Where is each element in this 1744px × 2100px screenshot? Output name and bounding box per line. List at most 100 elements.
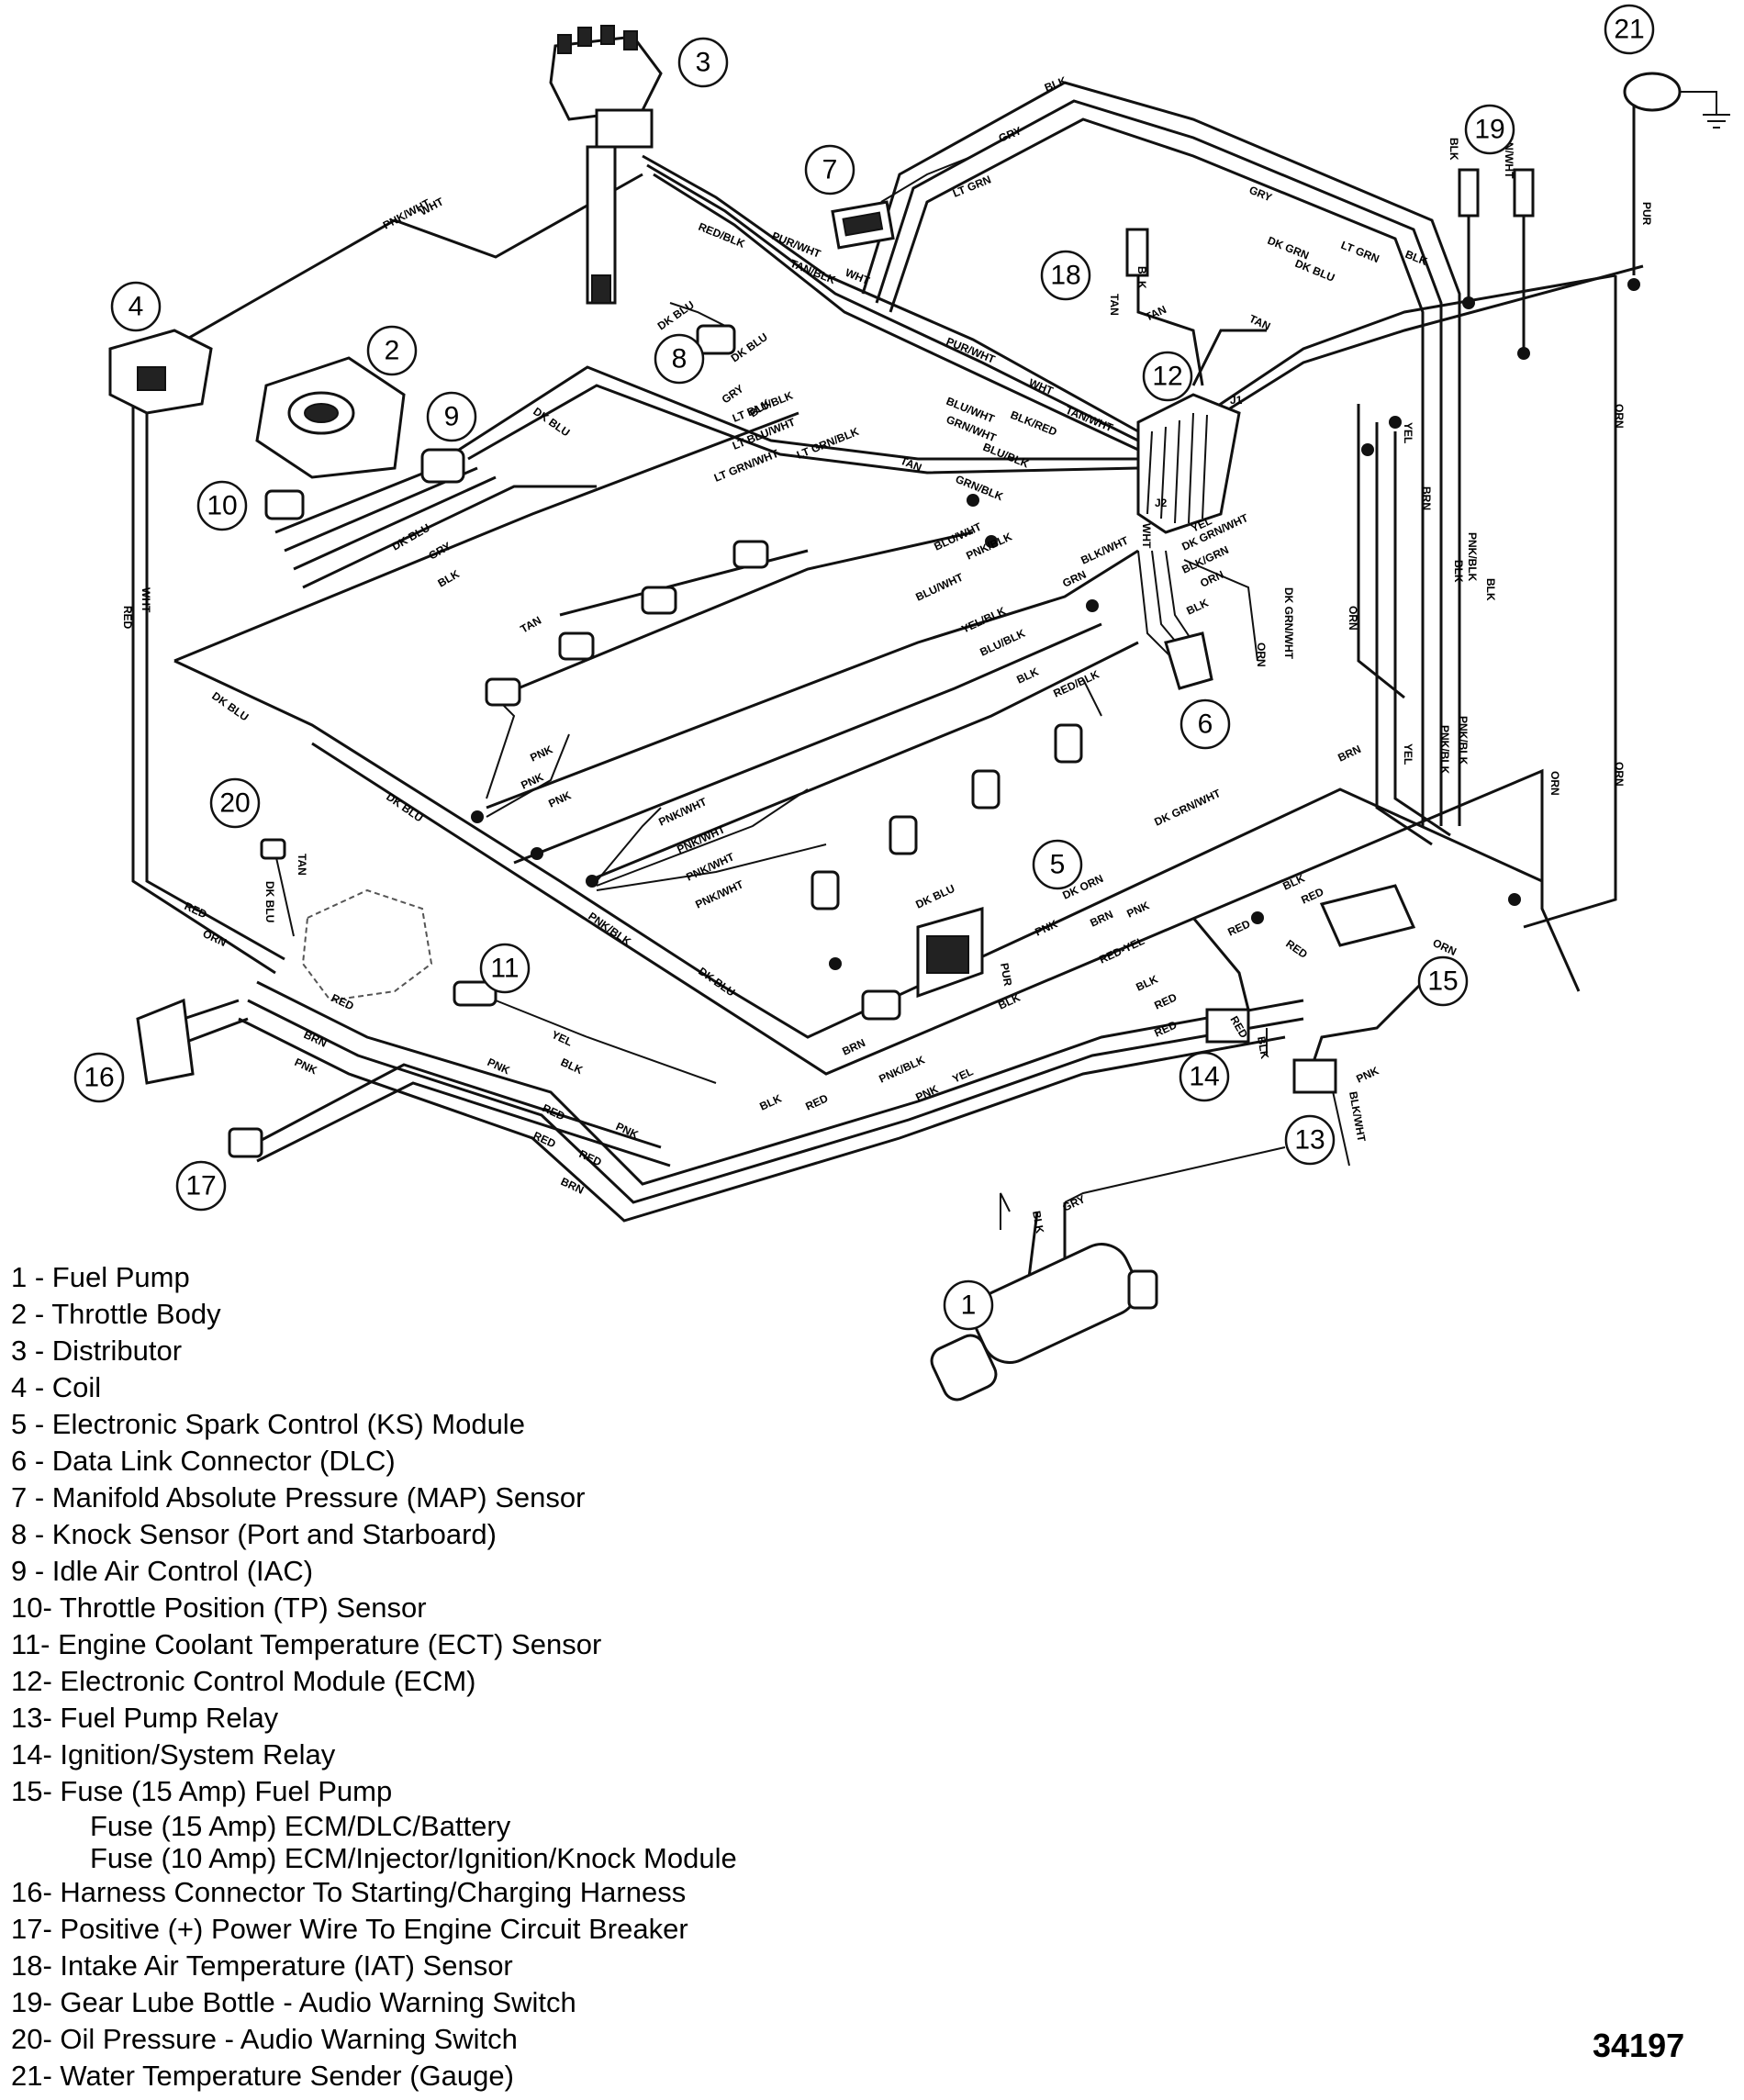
wiring-diagram: J1 J2 [73, 4, 1730, 1402]
wire-label: DK GRN/WHT [1152, 787, 1223, 829]
wire-label: GRN/BLK [954, 473, 1005, 504]
legend-item: 12- Electronic Control Module (ECM) [11, 1665, 476, 1697]
wire-label: BLU/WHT [913, 570, 966, 603]
wire-label: ORN [1613, 404, 1626, 429]
component-knock-sensor-lower [861, 989, 901, 1021]
component-knock-sensor-top [696, 324, 736, 355]
component-injectors [485, 540, 1083, 910]
callout-1: 1 [943, 1279, 994, 1331]
callout-number: 7 [822, 155, 838, 185]
wire-label: BRN [840, 1036, 866, 1058]
component-fuse-block [1319, 884, 1416, 947]
callout-number: 16 [84, 1063, 114, 1093]
component-ecm: J1 J2 [1136, 393, 1243, 534]
harness-wires [131, 81, 1644, 1286]
wire-label: ORN [1347, 606, 1359, 631]
wire-label: PUR [998, 962, 1014, 988]
wire-label: BLK [1448, 138, 1460, 161]
callout-11: 11 [479, 943, 531, 994]
wire-label: PNK [528, 743, 554, 765]
component-map-sensor [831, 200, 895, 250]
callout-number: 6 [1198, 709, 1213, 740]
component-engine-outline [301, 888, 433, 1002]
callout-number: 19 [1474, 115, 1504, 145]
wire-label: ORN [1548, 771, 1561, 796]
wire-label: PNK/BLK [586, 910, 633, 948]
wire-label: RED [121, 606, 134, 630]
wire-label: BRN [559, 1175, 586, 1197]
wire-label: RED [803, 1091, 830, 1113]
wire-label: BLK [1184, 596, 1211, 617]
wire-label: BLK [559, 1056, 586, 1077]
wire-label: PNK/BLK [1457, 716, 1470, 765]
wire-label: GRY [427, 540, 453, 563]
callout-12: 12 [1142, 351, 1193, 402]
callout-number: 13 [1294, 1125, 1325, 1156]
wire-label: BLK [1134, 972, 1160, 993]
wire-label: BLK [1484, 578, 1497, 601]
wire-label: RED [330, 991, 356, 1013]
wire-label: BLK [1014, 665, 1041, 686]
wire-label: BLK/RED [1009, 408, 1059, 439]
component-iac [420, 448, 465, 484]
legend-item: 8 - Knock Sensor (Port and Starboard) [11, 1518, 497, 1550]
callout-number: 20 [219, 788, 250, 819]
legend-item: 11- Engine Coolant Temperature (ECT) Sen… [11, 1628, 602, 1660]
wire-label: ORN [1198, 568, 1225, 590]
wire-label: TAN [519, 614, 544, 636]
callout-8: 8 [654, 333, 705, 385]
wire-label: ORN [1431, 936, 1459, 958]
component-tp-sensor [264, 489, 305, 520]
wire-label: RED/BLK [697, 220, 747, 251]
wire-label: DK BLU [1293, 257, 1336, 285]
callout-13: 13 [1284, 1114, 1336, 1166]
component-dlc [1164, 631, 1213, 690]
callout-number: 15 [1427, 966, 1458, 997]
callout-3: 3 [677, 37, 729, 88]
wire-label: BLK [1030, 1210, 1046, 1234]
legend-item: 14- Ignition/System Relay [11, 1738, 336, 1770]
wire-label: PNK [519, 770, 545, 792]
legend-item: 15- Fuse (15 Amp) Fuel Pump [11, 1775, 393, 1807]
legend-item: 4 - Coil [11, 1371, 102, 1403]
component-fuel-pump [930, 1192, 1158, 1402]
callout-20: 20 [209, 777, 261, 829]
wire-label: BLK [1255, 1035, 1271, 1060]
wire-label: YEL [1402, 743, 1414, 765]
wire-label: PNK [1354, 1064, 1381, 1086]
legend-item: 2 - Throttle Body [11, 1298, 221, 1330]
legend-item: 3 - Distributor [11, 1335, 183, 1367]
legend-item: 10- Throttle Position (TP) Sensor [11, 1592, 427, 1624]
component-ks-module [916, 907, 984, 999]
wire-label: DK BLU [384, 790, 425, 824]
callout-15: 15 [1417, 955, 1469, 1007]
legend-item: Fuse (15 Amp) ECM/DLC/Battery [90, 1810, 511, 1842]
component-throttle-body [255, 356, 406, 479]
wire-label: BLK [996, 990, 1023, 1011]
legend-item: 21- Water Temperature Sender (Gauge) [11, 2060, 514, 2092]
wire-label: BLK [1135, 266, 1148, 289]
callout-9: 9 [426, 391, 477, 442]
wire-label: YEL/BLK [959, 604, 1008, 636]
callout-number: 9 [444, 402, 460, 432]
component-water-temp-sender [1623, 72, 1730, 128]
callout-number: 17 [185, 1171, 216, 1201]
wire-label: BLK [757, 1091, 784, 1112]
legend-item: 17- Positive (+) Power Wire To Engine Ci… [11, 1913, 688, 1945]
legend-item: 18- Intake Air Temperature (IAT) Sensor [11, 1949, 513, 1982]
junction-dots [471, 278, 1640, 970]
wire-label: PNK/WHT [693, 877, 745, 911]
wire-label: DK BLU [655, 298, 697, 332]
wire-label: LT GRN/BLK [795, 425, 861, 462]
wire-label: TAN [296, 854, 308, 876]
callout-21: 21 [1604, 4, 1655, 55]
wire-label: BLU/BLK [981, 441, 1031, 471]
wire-label: TAN/BLK [788, 257, 838, 286]
wire-label: LT GRN/WHT [712, 447, 781, 485]
wire-label: DK GRN/WHT [1282, 587, 1295, 660]
ecm-j1-label: J1 [1230, 394, 1243, 407]
callout-19: 19 [1464, 104, 1515, 155]
wire-label: GRY [1060, 1192, 1087, 1213]
legend-item: 13- Fuel Pump Relay [11, 1702, 279, 1734]
component-harness-connector [136, 998, 195, 1085]
